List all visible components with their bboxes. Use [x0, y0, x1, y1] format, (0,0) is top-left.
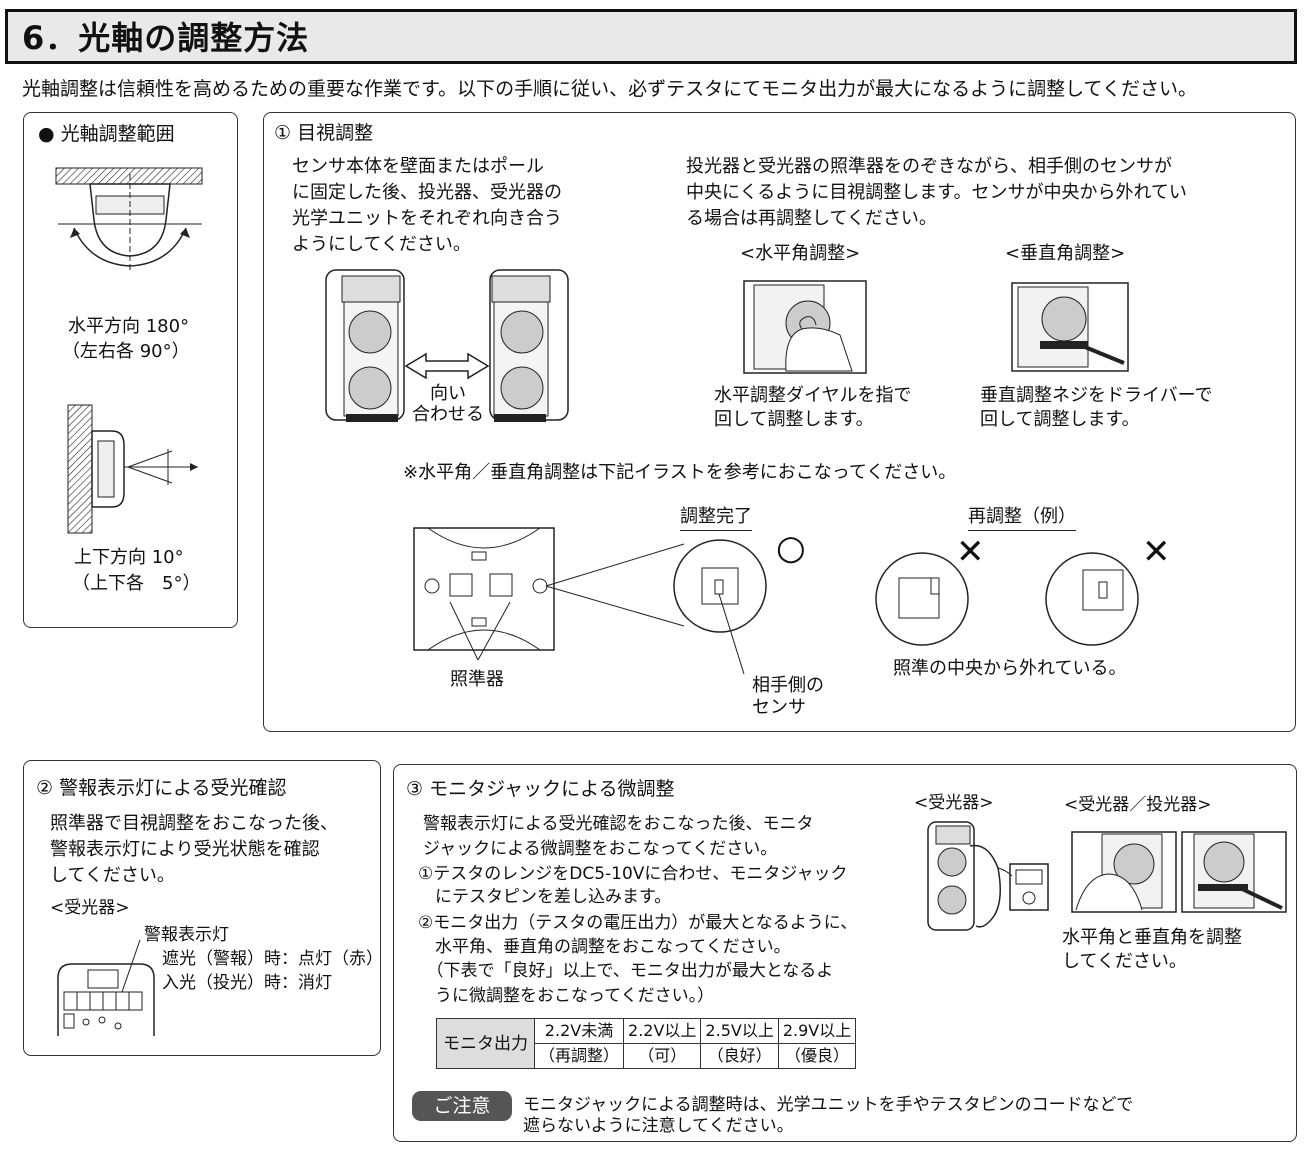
caution-badge: ご注意	[412, 1091, 512, 1121]
vertical-range-sub: （上下各 5°）	[72, 573, 201, 594]
alarm-receiver-caption: <受光器>	[50, 898, 130, 918]
adjust-hand-illustration	[1071, 831, 1287, 913]
monitor-adjust-line-1: 水平角と垂直角を調整	[1062, 927, 1242, 948]
table-header: モニタ出力	[436, 1018, 535, 1069]
monitor-receiver-caption: <受光器>	[914, 793, 994, 813]
monitor-body-line-2: ジャックによる微調整をおこなってください。	[423, 839, 778, 859]
title-bar	[5, 9, 1297, 64]
vertical-screw-illustration	[1011, 282, 1129, 372]
tester-illustration	[927, 821, 1049, 931]
table-cell: （優良）	[777, 1043, 857, 1069]
table-cell: （可）	[623, 1043, 702, 1069]
alarm-body-line-2: 警報表示灯により受光状態を確認	[50, 839, 320, 860]
monitor-step1-line-2: にテスタピンを差し込みます。	[418, 887, 672, 907]
range-panel	[23, 112, 238, 628]
visual-left-line-2: に固定した後、投光器、受光器の	[292, 182, 562, 203]
caution-line-1: モニタジャックによる調整時は、光学ユニットを手やテスタピンのコードなどで	[523, 1095, 1134, 1115]
horizontal-dial-illustration	[743, 280, 867, 374]
monitor-step2-line-4: うに微調整をおこなってください。）	[418, 986, 715, 1006]
off-center-label: 照準の中央から外れている。	[893, 658, 1127, 679]
alarm-lamp-label: 警報表示灯	[144, 925, 229, 945]
alarm-body-line-1: 照準器で目視調整をおこなった後、	[50, 813, 338, 834]
monitor-step1-line-1: ①テスタのレンジをDC5-10Vに合わせ、モニタジャック	[418, 864, 848, 884]
range-heading: ● 光軸調整範囲	[38, 123, 175, 145]
intro-text: 光軸調整は信頼性を高めるための重要な作業です。以下の手順に従い、必ずテスタにてモ…	[22, 78, 1197, 100]
visual-left-line-3: 光学ユニットをそれぞれ向き合う	[292, 208, 562, 229]
sight-label: 照準器	[450, 669, 504, 690]
monitor-step2-line-2: 水平角、垂直角の調整をおこなってください。	[418, 937, 791, 957]
table-cell: 2.9V以上	[777, 1018, 857, 1044]
alarm-body-line-3: してください。	[50, 865, 175, 886]
illustration-note: ※水平角／垂直角調整は下記イラストを参考におこなってください。	[403, 462, 957, 483]
table-row: （再調整） （可） （良好） （優良）	[437, 1043, 857, 1069]
horizontal-adjust-desc-1: 水平調整ダイヤルを指で	[714, 385, 912, 406]
monitor-jack-panel	[393, 764, 1297, 1142]
monitor-both-caption: <受光器／投光器>	[1064, 795, 1212, 815]
caution-line-2: 遮らないように注意してください。	[523, 1116, 794, 1136]
face-arrow-label-1: 向い	[430, 383, 466, 404]
visual-left-line-4: ようにしてください。	[292, 234, 471, 255]
ok-mark: ○	[776, 528, 806, 568]
page-title: 6．光軸の調整方法	[22, 19, 310, 57]
alarm-check-heading: ② 警報表示灯による受光確認	[36, 777, 287, 799]
adjust-complete-label: 調整完了	[680, 505, 752, 531]
alarm-state-blocked: 遮光（警報）時：点灯（赤）	[162, 949, 383, 969]
monitor-body-line-1: 警報表示灯による受光確認をおこなった後、モニタ	[423, 814, 814, 834]
face-arrow-label-2: 合わせる	[412, 404, 484, 425]
horizontal-adjust-desc-2: 回して調整します。	[714, 409, 874, 430]
wall-mount-illustration	[67, 404, 198, 534]
visual-left-line-1: センサ本体を壁面またはポール	[292, 156, 544, 177]
vertical-adjust-caption: <垂直角調整>	[1005, 243, 1126, 264]
visual-right-line-3: る場合は再調整してください。	[686, 208, 937, 229]
visual-right-line-2: 中央にくるように目視調整します。センサが中央から外れてい	[686, 182, 1187, 203]
vertical-range-label: 上下方向 10°	[74, 547, 184, 568]
partner-sensor-label-2: センサ	[752, 697, 806, 718]
terminal-board-illustration	[57, 939, 155, 1036]
sensor-pair-illustration	[325, 269, 569, 422]
ng-mark-2: ✕	[1142, 532, 1171, 572]
vertical-adjust-desc-1: 垂直調整ネジをドライバーで	[980, 385, 1213, 406]
monitor-jack-heading: ③ モニタジャックによる微調整	[406, 778, 675, 800]
table-cell: 2.2V未満	[533, 1018, 625, 1044]
readjust-example-1	[875, 552, 969, 646]
visual-adjust-panel	[263, 112, 1296, 732]
table-cell: 2.5V以上	[700, 1018, 779, 1044]
table-cell: 2.2V以上	[623, 1018, 702, 1044]
readjust-example-2	[1045, 552, 1139, 646]
horizontal-range-label: 水平方向 180°	[68, 316, 190, 337]
monitor-output-table: モニタ出力 2.2V未満 2.2V以上 2.5V以上 2.9V以上 （再調整） …	[436, 1018, 857, 1069]
monitor-step2-line-3: （下表で「良好」以上で、モニタ出力が最大となるよ	[418, 961, 834, 981]
table-cell: （良好）	[700, 1043, 779, 1069]
readjust-example-label: 再調整（例）	[968, 505, 1076, 531]
alarm-state-received: 入光（投光）時：消灯	[162, 973, 332, 993]
table-cell: （再調整）	[533, 1043, 625, 1069]
ng-mark-1: ✕	[956, 532, 985, 572]
visual-adjust-heading: ① 目視調整	[274, 122, 374, 144]
vertical-adjust-desc-2: 回して調整します。	[980, 409, 1140, 430]
visual-right-line-1: 投光器と受光器の照準器をのぞきながら、相手側のセンサが	[686, 156, 1172, 177]
table-row: モニタ出力 2.2V未満 2.2V以上 2.5V以上 2.9V以上	[436, 1018, 857, 1069]
monitor-adjust-line-2: してください。	[1062, 951, 1187, 972]
partner-sensor-label-1: 相手側の	[752, 675, 824, 696]
alarm-check-panel	[23, 760, 381, 1056]
horizontal-range-sub: （左右各 90°）	[62, 341, 190, 362]
monitor-step2-line-1: ②モニタ出力（テスタの電圧出力）が最大となるように、	[418, 913, 858, 933]
ceiling-mount-illustration	[55, 167, 203, 272]
sight-unit-illustration	[413, 527, 767, 675]
horizontal-adjust-caption: <水平角調整>	[740, 243, 861, 264]
